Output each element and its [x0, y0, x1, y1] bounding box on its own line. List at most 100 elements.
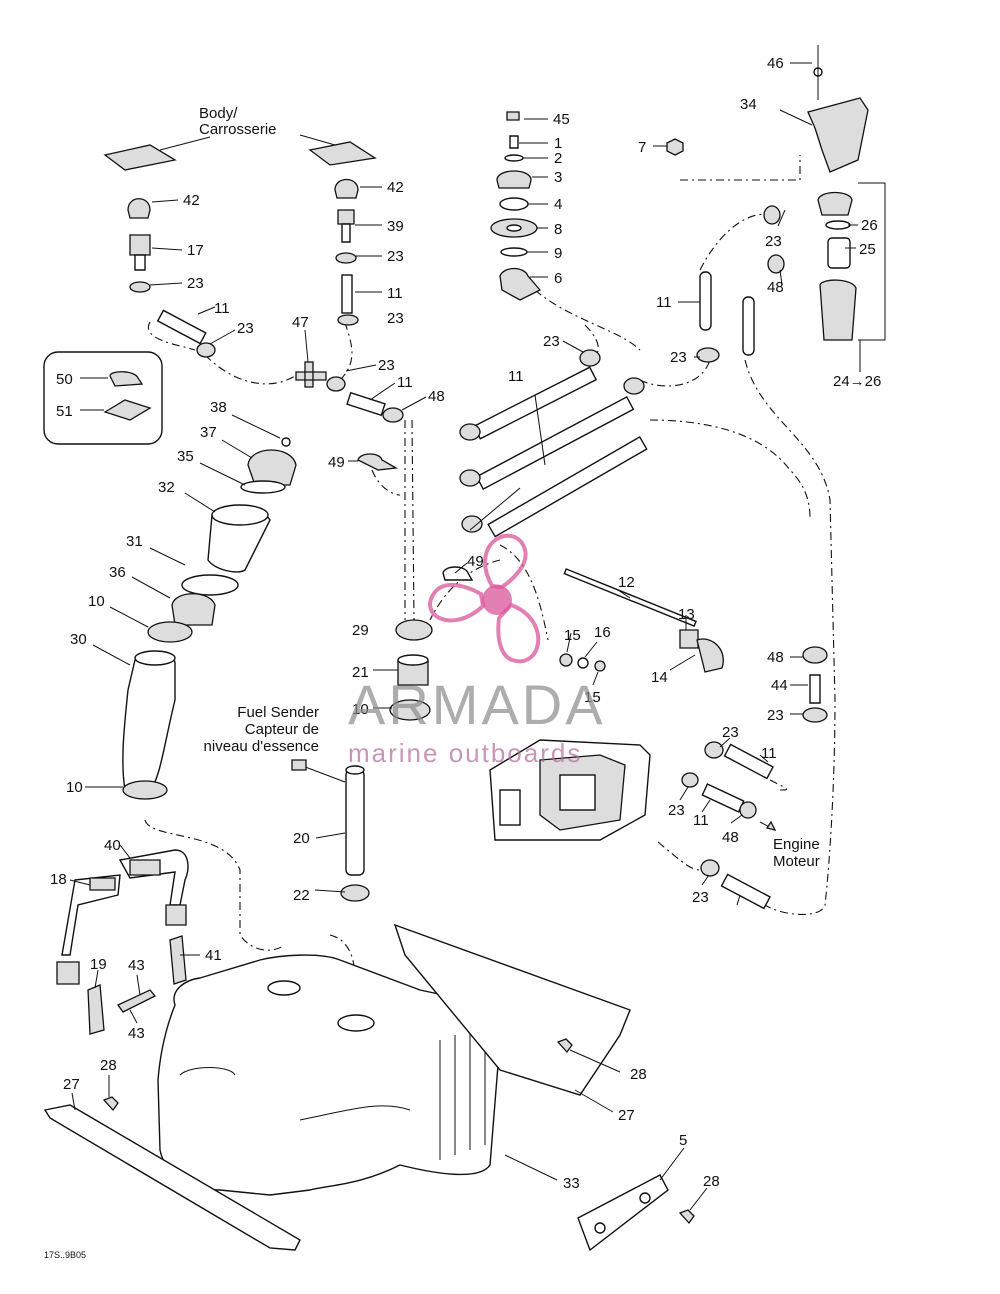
- part-48-clamp-e: [767, 254, 785, 274]
- part-5-plate: [577, 1174, 669, 1252]
- engine-note-line1: Engine: [773, 836, 820, 853]
- callout-23-a: 23: [187, 275, 204, 292]
- part-6-valve: [499, 267, 542, 301]
- callout-28-b: 28: [630, 1066, 647, 1083]
- callout-23-k: 23: [668, 802, 685, 819]
- callout-23-f: 23: [543, 333, 560, 350]
- callout-6: 6: [554, 270, 562, 287]
- callout-42-left: 42: [183, 192, 200, 209]
- callout-23-l: 23: [692, 889, 709, 906]
- part-14-knob: [696, 638, 724, 673]
- part-11-hose-a: [341, 274, 353, 314]
- fuel-sender-note-line2: Capteur de: [245, 721, 319, 738]
- part-23-clamp-h: [763, 205, 781, 225]
- part-13-fitting: [679, 629, 699, 649]
- part-11-hose-k: [720, 873, 771, 910]
- callout-11-e: 11: [656, 294, 672, 311]
- watermark-tagline: marine outboards: [348, 738, 582, 768]
- part-23-clamp-g: [623, 377, 645, 395]
- callout-47: 47: [292, 314, 309, 331]
- part-23-clamp-e: [326, 376, 346, 392]
- callout-40: 40: [104, 837, 121, 854]
- part-26-o-ring: [825, 220, 851, 230]
- callout-27-b: 27: [618, 1107, 635, 1124]
- part-20-sender-tube: [345, 769, 365, 876]
- cap-stack: [490, 111, 684, 301]
- fuel-sender-note-line1: Fuel Sender: [237, 704, 319, 721]
- part-10-clamp-c: [389, 699, 431, 721]
- callout-41: 41: [205, 947, 222, 964]
- callout-44: 44: [771, 677, 788, 694]
- figure-code: 17S..9B05: [44, 1250, 86, 1260]
- part-30-hose: [122, 652, 176, 791]
- callout-35: 35: [177, 448, 194, 465]
- callout-12: 12: [618, 574, 635, 591]
- part-48-clamp-g: [739, 801, 757, 819]
- part-11-hose-i: [723, 743, 774, 780]
- callout-11-d: 11: [508, 368, 524, 385]
- part-39-fitting: [337, 209, 355, 225]
- callout-43-b: 43: [128, 1025, 145, 1042]
- part-1-screw: [509, 135, 519, 149]
- part-23-clamp-c: [337, 314, 359, 326]
- callout-33: 33: [563, 1175, 580, 1192]
- part-9-gasket: [500, 247, 528, 257]
- part-38-plug: [281, 437, 291, 447]
- callout-23-j: 23: [767, 707, 784, 724]
- part-17-valve: [129, 234, 151, 256]
- part-22-seal: [340, 884, 370, 902]
- part-42-grommet-right: [334, 178, 359, 199]
- watermark: ARMADA marine outboards: [348, 533, 606, 768]
- notes: Body/ Carrosserie Fuel Sender Capteur de…: [44, 105, 820, 1260]
- part-11-hose-j: [701, 783, 745, 813]
- callout-2: 2: [554, 150, 562, 167]
- callout-16: 16: [594, 624, 611, 641]
- part-50-clip: [109, 371, 144, 387]
- callout-48-a: 48: [428, 388, 445, 405]
- callout-5: 5: [679, 1132, 687, 1149]
- part-36-nut: [171, 593, 216, 626]
- callout-11-g: 11: [693, 812, 709, 829]
- callout-27-a: 27: [63, 1076, 80, 1093]
- callout-28-a: 28: [100, 1057, 117, 1074]
- leader-lines: [69, 62, 861, 1211]
- callout-26: 26: [861, 217, 878, 234]
- callout-7: 7: [638, 139, 646, 156]
- part-7-nut: [666, 138, 684, 156]
- callout-11-a: 11: [214, 300, 230, 317]
- part-28-screw-c: [678, 1209, 695, 1225]
- part-28-screw-a: [102, 1096, 119, 1112]
- callout-15-b: 15: [584, 689, 601, 706]
- callout-20: 20: [293, 830, 310, 847]
- body-pad-right: [308, 141, 377, 166]
- watermark-brand: ARMADA: [348, 673, 606, 736]
- callout-10-b: 10: [352, 701, 369, 718]
- callout-36: 36: [109, 564, 126, 581]
- fuel-tank: [43, 923, 695, 1252]
- part-11-hose-f: [487, 435, 648, 538]
- body-pad-left: [103, 144, 177, 171]
- part-23-clamp-f: [579, 349, 601, 367]
- callout-48-b: 48: [767, 279, 784, 296]
- part-42-grommet-left: [127, 198, 151, 219]
- callout-25: 25: [859, 241, 876, 258]
- part-11-hose-e: [475, 395, 635, 491]
- callout-10-c: 10: [66, 779, 83, 796]
- callout-9: 9: [554, 245, 562, 262]
- callout-48-c: 48: [767, 649, 784, 666]
- callout-23-g: 23: [670, 349, 687, 366]
- part-27-rail-right: [393, 923, 631, 1096]
- callout-4: 4: [554, 196, 562, 213]
- part-47-tee: [295, 361, 327, 388]
- part-23-clamp-j: [802, 707, 828, 723]
- propeller-logo-icon: [428, 533, 541, 664]
- part-3-cap: [496, 170, 532, 189]
- part-23-clamp-k: [704, 741, 724, 759]
- callout-42-right: 42: [387, 179, 404, 196]
- part-40-strap: [118, 849, 189, 906]
- part-15-nut-a: [559, 653, 573, 667]
- part-34-bracket: [807, 97, 869, 173]
- part-45-cap-screw: [506, 111, 520, 121]
- callout-18: 18: [50, 871, 67, 888]
